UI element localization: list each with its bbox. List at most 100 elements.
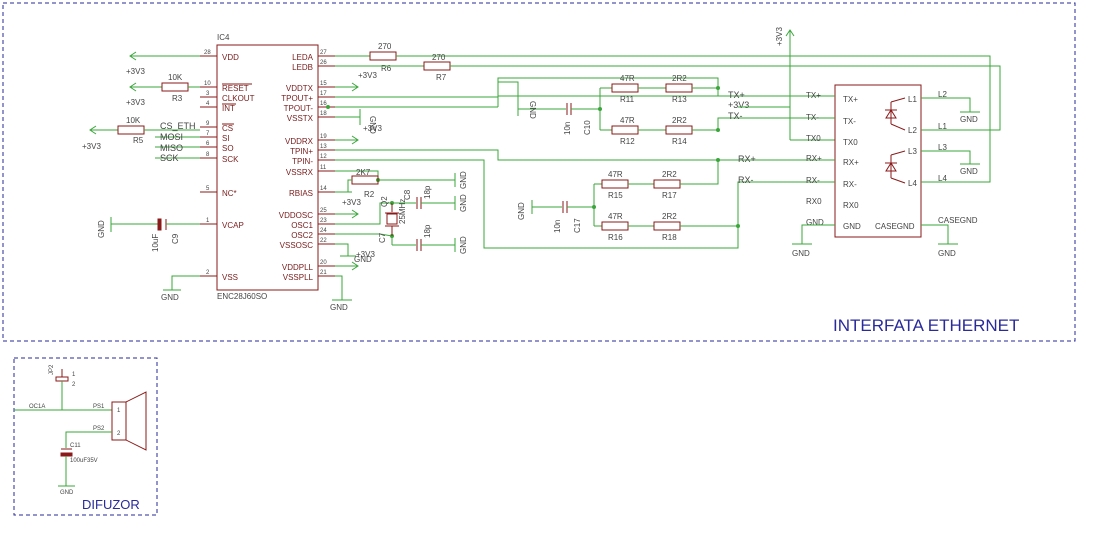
speaker-cone	[125, 391, 147, 451]
tx-termination: GND 10n C10 47R R11 2R2 R13 47R R12 2R2 …	[497, 27, 835, 146]
r14-ref: R14	[672, 137, 687, 146]
ic4-ref: IC4	[217, 33, 230, 42]
pin-name-vss: VSS	[222, 273, 238, 282]
c9-value: 10uF	[151, 234, 160, 252]
pin-name-tpin-plus: TPIN+	[290, 147, 313, 156]
net-miso: MISO	[160, 143, 183, 153]
net-3v3-vddrx: +3V3	[363, 124, 382, 133]
pin-name-tpout-minus: TPOUT-	[284, 104, 314, 113]
speaker-ps2: PS2	[93, 426, 105, 432]
r18-ref: R18	[662, 233, 677, 242]
r12-resistor	[611, 125, 639, 135]
mj-pin-tx-minus: TX-	[843, 117, 856, 126]
mj-outer-gnd: GND	[806, 218, 824, 227]
r17-value: 2R2	[662, 170, 677, 179]
mj-pin-casegnd: CASEGND	[875, 222, 915, 231]
mj-pin-l2: L2	[908, 126, 917, 135]
c11-value: 100uF35V	[70, 458, 98, 464]
pin-num-10: 10	[204, 81, 211, 87]
pin-num-21: 21	[320, 270, 327, 276]
net-cs-eth: CS_ETH	[160, 121, 196, 131]
mj-pin-rx-minus: RX-	[843, 180, 857, 189]
r3-resistor	[161, 82, 189, 92]
ethernet-section-frame	[2, 2, 1076, 342]
pin-name-vsspll: VSSPLL	[283, 273, 314, 282]
net-gnd-c9: GND	[97, 220, 106, 238]
pin-name-so: SO	[222, 144, 234, 153]
net-tx-plus-label: TX+	[728, 90, 745, 100]
r16-value: 47R	[608, 212, 623, 221]
r11-ref: R11	[620, 95, 635, 104]
mj-outer-tx-plus: TX+	[806, 91, 821, 100]
difuzor-circuit: JP2 1 2 OC1A PS1 PS2 1 2 C11 100uF35V GN…	[14, 364, 147, 496]
q2-ref: Q2	[380, 196, 389, 207]
pin-name-tpout-plus: TPOUT+	[281, 94, 313, 103]
ethernet-section-title: INTERFATA ETHERNET	[833, 316, 1019, 335]
pin-name-vcap: VCAP	[222, 221, 244, 230]
net-gnd-vsstx: GND	[368, 116, 377, 134]
pin-name-si: SI	[222, 134, 230, 143]
c11-capacitor	[60, 452, 73, 457]
speaker-pin-1: 1	[117, 408, 121, 414]
pin-num-13: 13	[320, 144, 327, 150]
c11-ref: C11	[70, 443, 81, 449]
net-3v3-tx0: +3V3	[728, 100, 749, 110]
mj-outer-l1: L1	[938, 122, 947, 131]
r7-value: 270	[432, 53, 446, 62]
r5-resistor	[117, 125, 145, 135]
pin-name-nc: NC*	[222, 189, 237, 198]
rx-termination: GND 10n C17 47R R15 2R2 R17 47R R16 2R2 …	[517, 154, 756, 242]
mj-pin-rx-plus: RX+	[843, 158, 859, 167]
difuzor-section-frame	[13, 357, 158, 516]
r2-value: 2K7	[356, 168, 371, 177]
pin-name-vssrx: VSSRX	[286, 168, 314, 177]
pin-num-17: 17	[320, 91, 327, 97]
pin-num-16: 16	[320, 101, 327, 107]
mj-outer-tx-minus: TX-	[806, 113, 819, 122]
net-gnd-c17: GND	[517, 202, 526, 220]
pin-num-7: 7	[206, 131, 210, 137]
r3-ref: R3	[172, 94, 183, 103]
r11-value: 47R	[620, 74, 635, 83]
r13-resistor	[665, 83, 693, 93]
r6-resistor	[369, 51, 397, 61]
pin-name-vssosc: VSSOSC	[280, 241, 314, 250]
c17-value: 10n	[553, 220, 562, 233]
net-3v3-top: +3V3	[775, 27, 784, 46]
r13-value: 2R2	[672, 74, 687, 83]
r12-ref: R12	[620, 137, 635, 146]
magjack-connector: TX+ TX- TX0 RX+ RX- RX0 GND TX+ TX- TX0 …	[790, 84, 1000, 258]
pin-num-12: 12	[320, 154, 327, 160]
ic4-right-pins: 27 26 15 17 16 18 19 13 12 11 14 25 23 2…	[318, 50, 335, 277]
mj-pin-l3: L3	[908, 147, 917, 156]
speaker-ps1: PS1	[93, 404, 105, 410]
r6-value: 270	[378, 42, 392, 51]
c10-value: 10n	[563, 122, 572, 135]
c7-ref: C7	[378, 232, 387, 243]
net-gnd-l2: GND	[960, 115, 978, 124]
pin-num-3: 3	[206, 91, 210, 97]
net-mosi: MOSI	[160, 132, 183, 142]
mj-outer-l3: L3	[938, 143, 947, 152]
ic4-left-pin-names: VDD RESET CLKOUT INT CS SI SO SCK NC* VC…	[222, 53, 255, 282]
mj-outer-l2: L2	[938, 90, 947, 99]
net-gnd-c11: GND	[60, 490, 74, 496]
pin-num-14: 14	[320, 186, 327, 192]
pin-num-15: 15	[320, 81, 327, 87]
pin-name-osc1: OSC1	[291, 221, 313, 230]
pin-num-11: 11	[320, 165, 327, 171]
jp2-ref: JP2	[49, 364, 55, 375]
c10-ref: C10	[583, 120, 592, 135]
pin-num-20: 20	[320, 260, 327, 266]
c8-ref: C8	[403, 189, 412, 200]
net-rx-plus-label: RX+	[738, 154, 756, 164]
pin-name-leda: LEDA	[292, 53, 314, 62]
r6-ref: R6	[381, 64, 392, 73]
pin-num-5: 5	[206, 186, 210, 192]
c17-ref: C17	[573, 218, 582, 233]
net-gnd-vss: GND	[161, 293, 179, 302]
mj-pin-rx0: RX0	[843, 201, 859, 210]
r17-resistor	[653, 179, 681, 189]
pin-name-int: INT	[222, 104, 235, 113]
r15-ref: R15	[608, 191, 623, 200]
